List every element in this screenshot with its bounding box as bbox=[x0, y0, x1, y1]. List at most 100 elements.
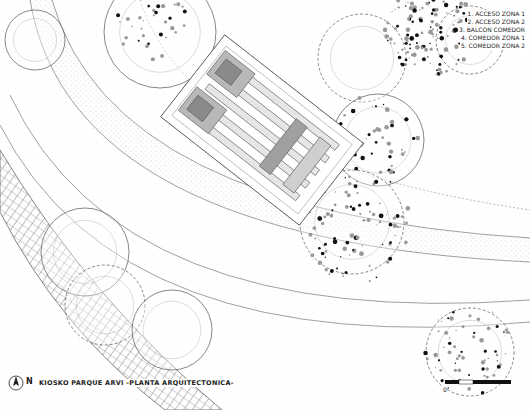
foliage-dot bbox=[401, 48, 403, 50]
foliage-dot bbox=[442, 1, 444, 3]
foliage-dot bbox=[369, 280, 371, 282]
foliage-dot bbox=[151, 57, 155, 61]
foliage-dot bbox=[160, 54, 164, 58]
foliage-dot bbox=[431, 0, 435, 2]
foliage-dot bbox=[486, 367, 489, 370]
foliage-dot bbox=[335, 191, 336, 192]
foliage-dot bbox=[449, 337, 451, 339]
foliage-dot bbox=[409, 47, 411, 49]
foliage-dot bbox=[386, 260, 389, 263]
foliage-dot bbox=[122, 42, 125, 45]
foliage-dot bbox=[477, 318, 481, 322]
foliage-dot bbox=[385, 108, 387, 110]
foliage-dot bbox=[374, 180, 378, 184]
foliage-dot bbox=[409, 43, 411, 45]
foliage-dot bbox=[325, 250, 328, 253]
foliage-dot bbox=[441, 379, 444, 382]
foliage-dot bbox=[407, 17, 410, 20]
foliage-dot bbox=[446, 12, 448, 14]
foliage-dot bbox=[385, 107, 390, 112]
foliage-dot bbox=[460, 351, 462, 353]
foliage-dot bbox=[153, 14, 155, 16]
kiosk-building bbox=[161, 35, 364, 225]
foliage-dot bbox=[391, 165, 393, 167]
foliage-dot bbox=[439, 54, 443, 58]
foliage-dot bbox=[439, 369, 442, 372]
foliage-dot bbox=[455, 63, 457, 65]
foliage-dot bbox=[388, 155, 392, 159]
foliage-dot bbox=[343, 114, 346, 117]
foliage-dot bbox=[401, 149, 403, 151]
foliage-dot bbox=[440, 36, 445, 41]
foliage-dot bbox=[430, 20, 434, 24]
foliage-dot bbox=[183, 9, 187, 13]
foliage-dot bbox=[174, 4, 176, 6]
foliage-dot bbox=[369, 265, 371, 267]
tree-canopy bbox=[76, 276, 134, 334]
foliage-dot bbox=[183, 24, 186, 27]
foliage-dot bbox=[439, 71, 442, 74]
foliage-dot bbox=[484, 359, 486, 361]
legend-item: 3. BALCON COMEDOR bbox=[458, 26, 526, 34]
foliage-dot bbox=[409, 57, 410, 58]
foliage-dot bbox=[390, 120, 394, 124]
tree-canopy bbox=[143, 301, 201, 359]
foliage-dot bbox=[436, 73, 438, 75]
foliage-dot bbox=[359, 213, 361, 215]
foliage-dot bbox=[447, 35, 448, 36]
foliage-dot bbox=[455, 330, 456, 331]
foliage-dot bbox=[456, 6, 458, 8]
foliage-dot bbox=[154, 11, 158, 15]
foliage-dot bbox=[428, 31, 430, 33]
foliage-dot bbox=[356, 192, 358, 194]
foliage-dot bbox=[439, 31, 442, 34]
foliage-dot bbox=[383, 28, 388, 33]
legend-item: 5. COMEDOR ZONA 2 bbox=[460, 42, 526, 50]
foliage-dot bbox=[386, 214, 387, 215]
foliage-dot bbox=[393, 217, 396, 220]
foliage-dot bbox=[363, 219, 366, 222]
foliage-dot bbox=[379, 213, 384, 218]
foliage-dot bbox=[389, 170, 394, 175]
foliage-dot bbox=[344, 190, 347, 193]
foliage-dot bbox=[499, 363, 502, 366]
foliage-dot bbox=[439, 26, 442, 29]
foliage-dot bbox=[389, 37, 393, 41]
foliage-dot bbox=[458, 59, 460, 61]
foliage-dot bbox=[421, 7, 423, 9]
foliage-dot bbox=[438, 359, 440, 361]
foliage-dot bbox=[462, 325, 465, 328]
foliage-dot bbox=[372, 213, 375, 216]
legend-item: 2. ACCESO ZONA 2 bbox=[467, 18, 526, 26]
foliage-dot bbox=[390, 42, 392, 44]
foliage-dot bbox=[345, 177, 346, 178]
foliage-dot bbox=[143, 20, 144, 21]
foliage-dot bbox=[454, 45, 458, 49]
foliage-dot bbox=[405, 59, 408, 62]
foliage-dot bbox=[398, 56, 402, 60]
foliage-dot bbox=[388, 257, 392, 261]
foliage-dot bbox=[505, 353, 506, 354]
foliage-dot bbox=[447, 317, 449, 319]
foliage-dot bbox=[141, 28, 143, 30]
foliage-dot bbox=[404, 151, 406, 153]
foliage-dot bbox=[468, 374, 470, 376]
foliage-dot bbox=[435, 367, 436, 368]
foliage-dot bbox=[366, 202, 370, 206]
foliage-dot bbox=[481, 391, 485, 395]
foliage-dot bbox=[383, 104, 385, 106]
foliage-dot bbox=[445, 70, 448, 73]
foliage-dot bbox=[354, 167, 358, 171]
foliage-dot bbox=[387, 211, 388, 212]
foliage-dot bbox=[331, 209, 333, 211]
tree-canopy bbox=[315, 185, 390, 260]
north-label: N bbox=[26, 377, 33, 386]
foliage-dot bbox=[405, 222, 408, 225]
foliage-dot bbox=[354, 184, 358, 188]
foliage-dot bbox=[361, 245, 363, 247]
foliage-dot bbox=[425, 2, 429, 6]
foliage-dot bbox=[444, 331, 448, 335]
foliage-dot bbox=[379, 203, 381, 205]
foliage-dot bbox=[377, 224, 378, 225]
